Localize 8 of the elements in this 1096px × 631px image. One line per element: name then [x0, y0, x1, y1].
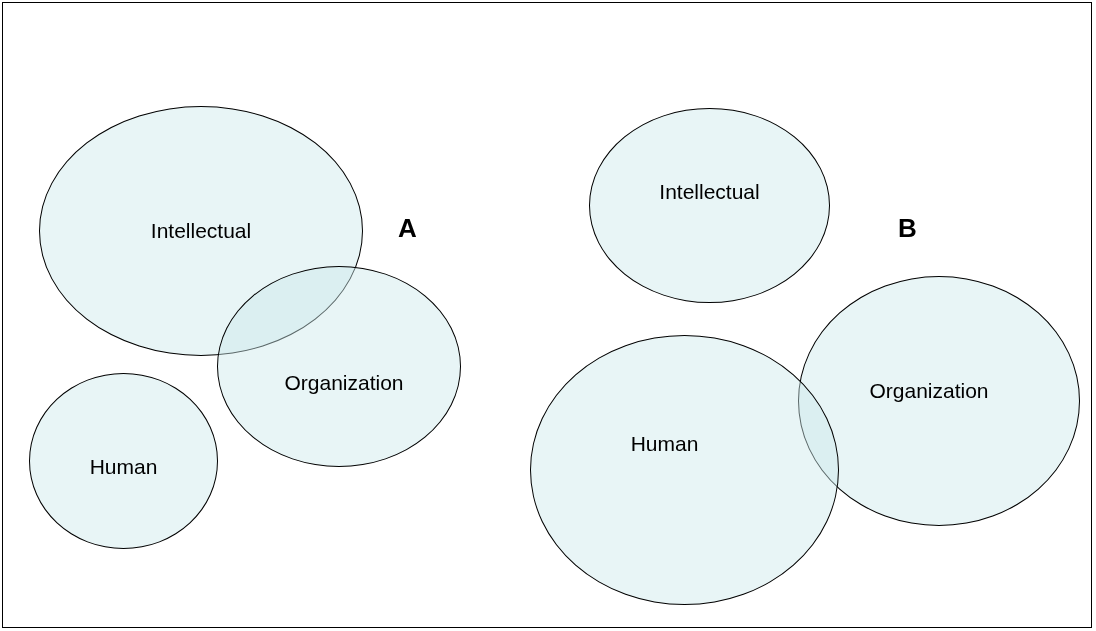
ellipse-label: Human — [89, 455, 158, 479]
ellipse-label: Organization — [869, 379, 989, 403]
panel-letter: B — [898, 213, 917, 244]
ellipse-label: Intellectual — [659, 179, 760, 204]
ellipse-label: Human — [630, 432, 699, 456]
ellipse-label: Organization — [284, 370, 404, 395]
panel-letter: A — [398, 213, 417, 244]
ellipse-label: Intellectual — [150, 219, 252, 243]
